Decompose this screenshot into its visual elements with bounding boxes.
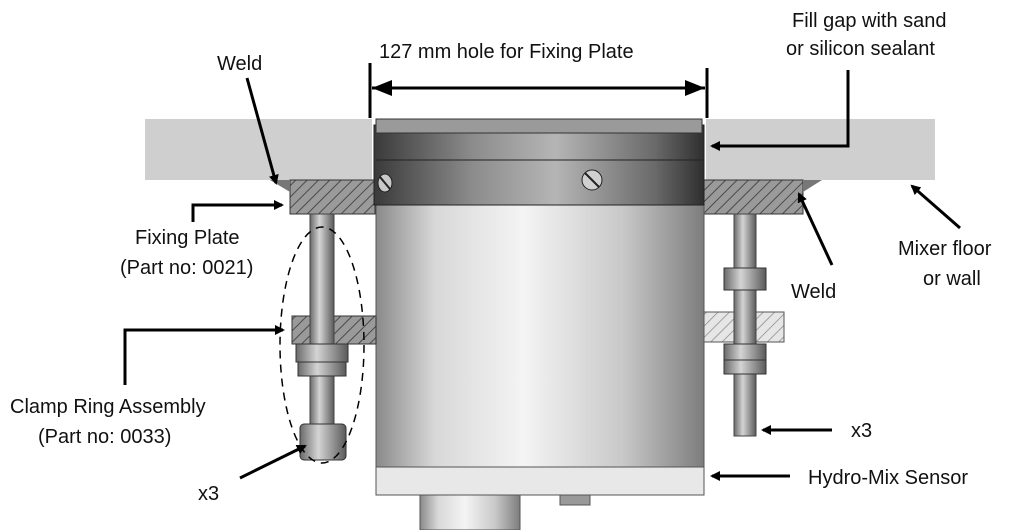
- clamp-highlight-ellipse: [279, 226, 365, 464]
- nut-right-upper: [723, 343, 767, 361]
- weld-left-leader: [245, 77, 279, 185]
- label-x3-left: x3: [198, 483, 219, 505]
- label-fill-gap-2: or silicon sealant: [786, 38, 935, 60]
- sensor-connector: [419, 494, 521, 530]
- weld-right-fillet: [803, 180, 822, 192]
- fill-gap-leader: [710, 70, 850, 151]
- label-weld-left: Weld: [217, 53, 262, 75]
- nut-left-upper: [295, 343, 349, 363]
- label-fixing-plate-2: (Part no: 0021): [120, 257, 253, 279]
- nut-right-top: [723, 267, 767, 291]
- label-hole: 127 mm hole for Fixing Plate: [379, 41, 634, 63]
- sensor-bottom-band: [375, 466, 705, 496]
- label-sensor: Hydro-Mix Sensor: [808, 467, 968, 489]
- label-clamp-2: (Part no: 0033): [38, 426, 171, 448]
- label-mixer-1: Mixer floor: [898, 238, 992, 260]
- label-weld-right: Weld: [791, 281, 836, 303]
- label-fill-gap-1: Fill gap with sand: [792, 10, 947, 32]
- x3-left-leader: [239, 444, 307, 480]
- weld-right-leader: [797, 192, 834, 266]
- sensor-top-cap: [375, 118, 703, 134]
- label-mixer-2: or wall: [923, 268, 981, 290]
- fixing-plate-left: [289, 179, 376, 215]
- label-fixing-plate-1: Fixing Plate: [135, 227, 240, 249]
- stud-right: [733, 213, 757, 437]
- sensor-top-ring: [373, 124, 705, 206]
- label-clamp-1: Clamp Ring Assembly: [10, 396, 206, 418]
- mixer-floor-leader: [910, 184, 961, 230]
- nut-left-lower: [297, 361, 347, 377]
- mixer-floor-right: [706, 119, 935, 180]
- fixing-plate-leader: [191, 200, 284, 222]
- stud-left-foot: [299, 423, 347, 461]
- fixing-plate-right: [702, 179, 804, 215]
- mixer-floor-left: [145, 119, 372, 180]
- clamp-ring-leader: [123, 325, 285, 385]
- nut-right-lower: [723, 359, 767, 375]
- stud-left: [309, 213, 335, 427]
- sensor-body: [375, 204, 705, 468]
- weld-left-fillet: [270, 180, 290, 192]
- label-x3-right: x3: [851, 420, 872, 442]
